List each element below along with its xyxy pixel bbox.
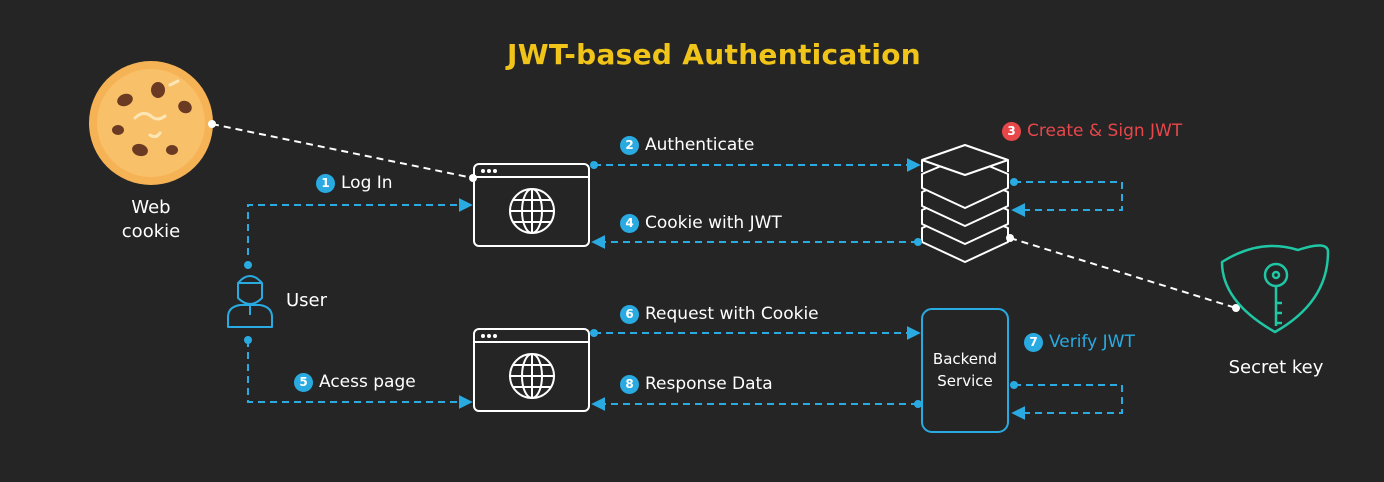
step-label: Create & Sign JWT — [1027, 121, 1183, 141]
web-cookie-label: Web cookie — [121, 197, 181, 242]
server-icon — [921, 144, 1009, 263]
backend-service-label: Backend Service — [932, 350, 998, 390]
browser-window-icon — [473, 328, 590, 412]
step-number-badge: 3 — [1002, 121, 1021, 141]
step-create-sign-jwt: 3 Create & Sign JWT — [1002, 121, 1182, 141]
user-label: User — [286, 290, 328, 311]
step-log-in: 1 Log In — [316, 173, 393, 193]
cookie-link-line — [211, 123, 474, 179]
secret-key-label: Secret key — [1228, 357, 1324, 378]
step-authenticate: 2 Authenticate — [620, 135, 754, 155]
arrow-log-in — [247, 198, 473, 255]
step-cookie-with-jwt: 4 Cookie with JWT — [620, 213, 782, 233]
step-number-badge: 5 — [294, 372, 313, 392]
step-number-badge: 4 — [620, 213, 639, 233]
step-label: Log In — [341, 173, 393, 193]
step-number-badge: 8 — [620, 374, 639, 394]
globe-icon — [509, 188, 555, 234]
step-number-badge: 1 — [316, 173, 335, 193]
step-request-with-cookie: 6 Request with Cookie — [620, 304, 819, 324]
key-link-line — [1009, 237, 1237, 309]
arrow-verify-loop — [1011, 384, 1123, 420]
arrow-access-page — [247, 340, 473, 409]
cookie-icon — [89, 61, 213, 185]
step-label: Cookie with JWT — [645, 213, 782, 233]
step-label: Response Data — [645, 374, 773, 394]
globe-icon — [509, 353, 555, 399]
step-number-badge: 2 — [620, 135, 639, 155]
step-number-badge: 6 — [620, 304, 639, 324]
step-number-badge: 7 — [1024, 332, 1043, 352]
user-icon — [227, 275, 273, 328]
step-response-data: 8 Response Data — [620, 374, 773, 394]
step-verify-jwt: 7 Verify JWT — [1024, 332, 1135, 352]
backend-service-box — [921, 308, 1009, 433]
step-label: Verify JWT — [1049, 332, 1135, 352]
step-label: Request with Cookie — [645, 304, 819, 324]
page-title: JWT-based Authentication — [507, 38, 921, 71]
shield-key-icon — [1220, 244, 1330, 334]
browser-window-icon — [473, 163, 590, 247]
step-label: Acess page — [319, 372, 416, 392]
step-label: Authenticate — [645, 135, 755, 155]
arrow-create-sign-loop — [1011, 181, 1123, 217]
step-access-page: 5 Acess page — [294, 372, 416, 392]
